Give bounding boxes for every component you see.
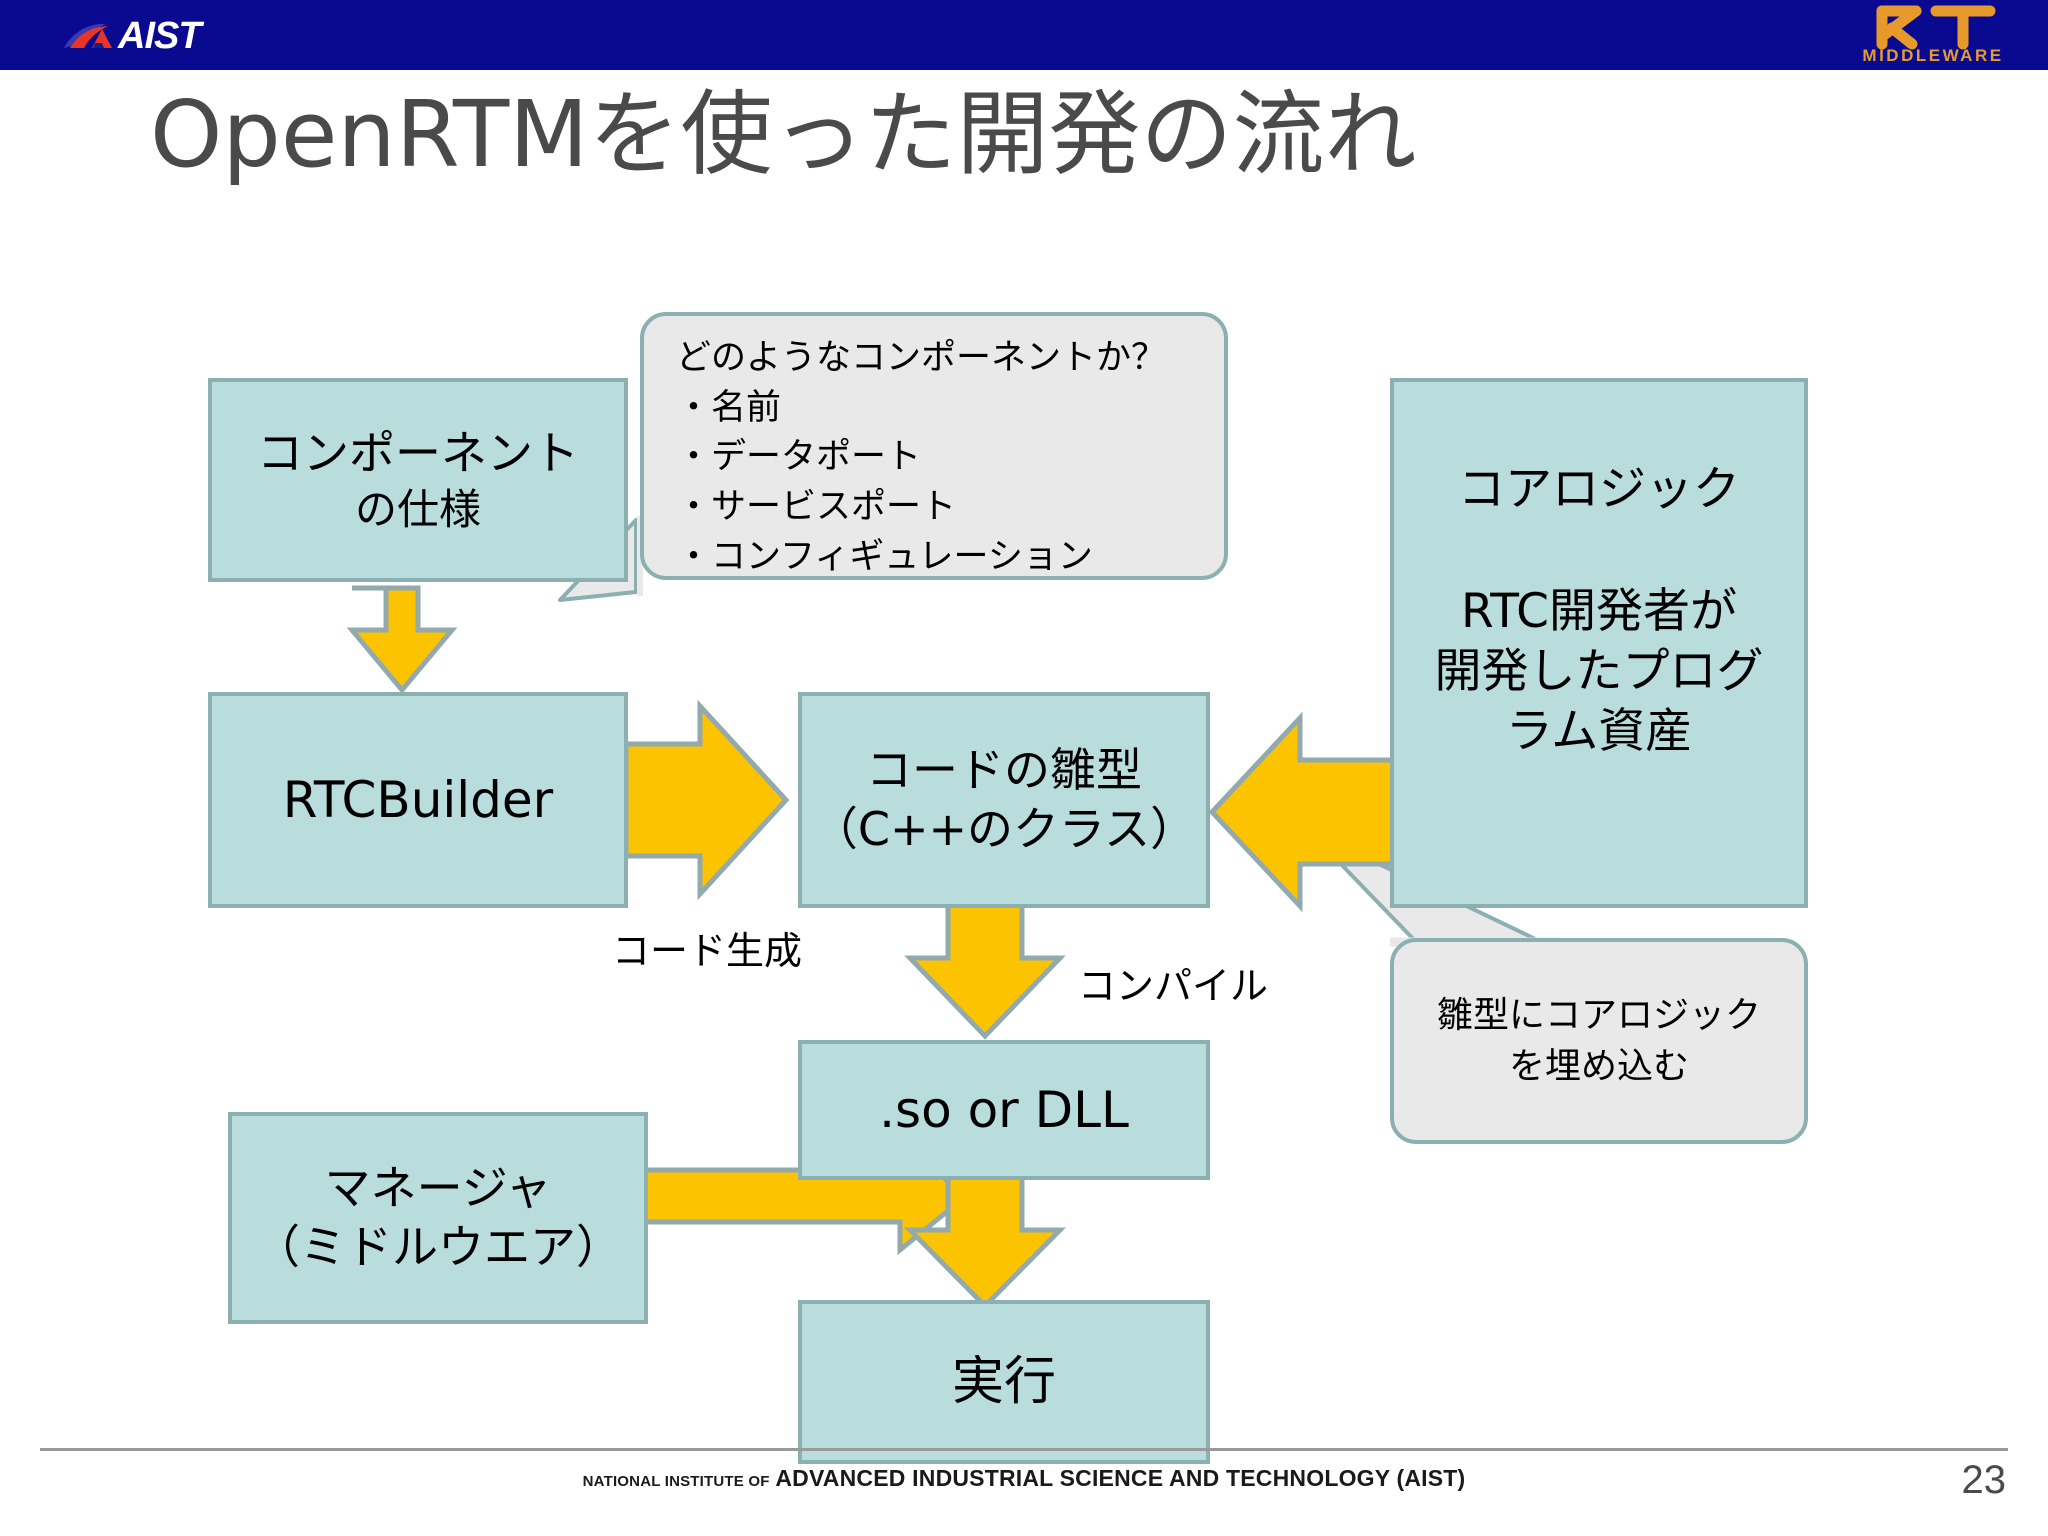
callout-spec-item-1: ・データポート xyxy=(676,437,922,478)
box-rtc-builder[interactable]: RTCBuilder xyxy=(208,692,628,908)
arrow-core-to-code xyxy=(1208,711,1401,913)
callout-spec-heading: どのようなコンポーネントか？ xyxy=(676,338,1167,378)
page-number: 23 xyxy=(1961,1458,2007,1502)
arrow-builder-to-code xyxy=(623,699,790,901)
box-manager[interactable]: マネージャ （ミドルウエア） xyxy=(228,1112,648,1324)
box-core-logic-line4: ラム資産 xyxy=(1505,704,1693,760)
box-code-template[interactable]: コードの雛型 （C++のクラス） xyxy=(798,692,1210,908)
footer-prefix: NATIONAL INSTITUTE OF xyxy=(582,1473,770,1490)
box-core-logic-line1: コアロジック xyxy=(1458,462,1740,517)
footer-main: ADVANCED INDUSTRIAL SCIENCE AND TECHNOLO… xyxy=(775,1465,1466,1491)
box-so-or-dll[interactable]: .so or DLL xyxy=(798,1040,1210,1180)
aist-swoosh-icon xyxy=(62,21,116,51)
box-execute[interactable]: 実行 xyxy=(798,1300,1210,1464)
box-core-logic-line2: RTC開発者が xyxy=(1460,584,1737,640)
callout-embed-core-logic[interactable]: 雛型にコアロジック を埋め込む xyxy=(1390,938,1808,1144)
box-code-template-line2: （C++のクラス） xyxy=(811,802,1197,856)
box-code-template-line1: コードの雛型 xyxy=(866,743,1142,798)
footer-divider xyxy=(40,1448,2008,1451)
rt-mark-icon xyxy=(1876,5,1996,50)
edge-label-compile: コンパイル xyxy=(1078,964,1269,1008)
box-core-logic[interactable]: コアロジック RTC開発者が 開発したプログ ラム資産 xyxy=(1390,378,1808,908)
callout-embed-line2: を埋め込む xyxy=(1508,1046,1689,1087)
callout-spec-item-2: ・サービスポート xyxy=(676,487,957,528)
callout-spec-item-0: ・名前 xyxy=(676,387,782,428)
box-component-spec-line1: コンポーネント xyxy=(257,425,579,480)
box-manager-line2: （ミドルウエア） xyxy=(254,1220,622,1274)
aist-logo: AIST xyxy=(62,14,262,58)
header-bar xyxy=(0,0,2048,70)
callout-spec-details[interactable]: どのようなコンポーネントか？ ・名前 ・データポート ・サービスポート ・コンフ… xyxy=(640,312,1228,580)
box-component-spec-line2: の仕様 xyxy=(354,484,481,534)
box-component-spec[interactable]: コンポーネント の仕様 xyxy=(208,378,628,582)
box-manager-line1: マネージャ xyxy=(324,1161,552,1216)
callout-spec-item-3: ・コンフィギュレーション xyxy=(676,536,1093,577)
aist-logo-text: AIST xyxy=(118,15,202,57)
box-so-or-dll-label: .so or DLL xyxy=(879,1081,1129,1139)
edge-label-code-generation: コード生成 xyxy=(612,929,803,973)
footer-text: NATIONAL INSTITUTE OF ADVANCED INDUSTRIA… xyxy=(0,1465,2048,1492)
page-title: OpenRTMを使った開発の流れ xyxy=(150,81,1417,188)
rt-middleware-subtitle: MIDDLEWARE xyxy=(1862,46,2004,65)
box-core-logic-line3: 開発したプログ xyxy=(1434,644,1764,700)
arrow-spec-to-builder xyxy=(346,585,458,694)
callout-embed-line1: 雛型にコアロジック xyxy=(1436,994,1761,1036)
box-rtc-builder-label: RTCBuilder xyxy=(282,771,554,829)
arrow-code-to-so xyxy=(904,897,1066,1040)
box-execute-label: 実行 xyxy=(951,1351,1056,1412)
rt-middleware-logo: MIDDLEWARE xyxy=(1838,2,2028,68)
